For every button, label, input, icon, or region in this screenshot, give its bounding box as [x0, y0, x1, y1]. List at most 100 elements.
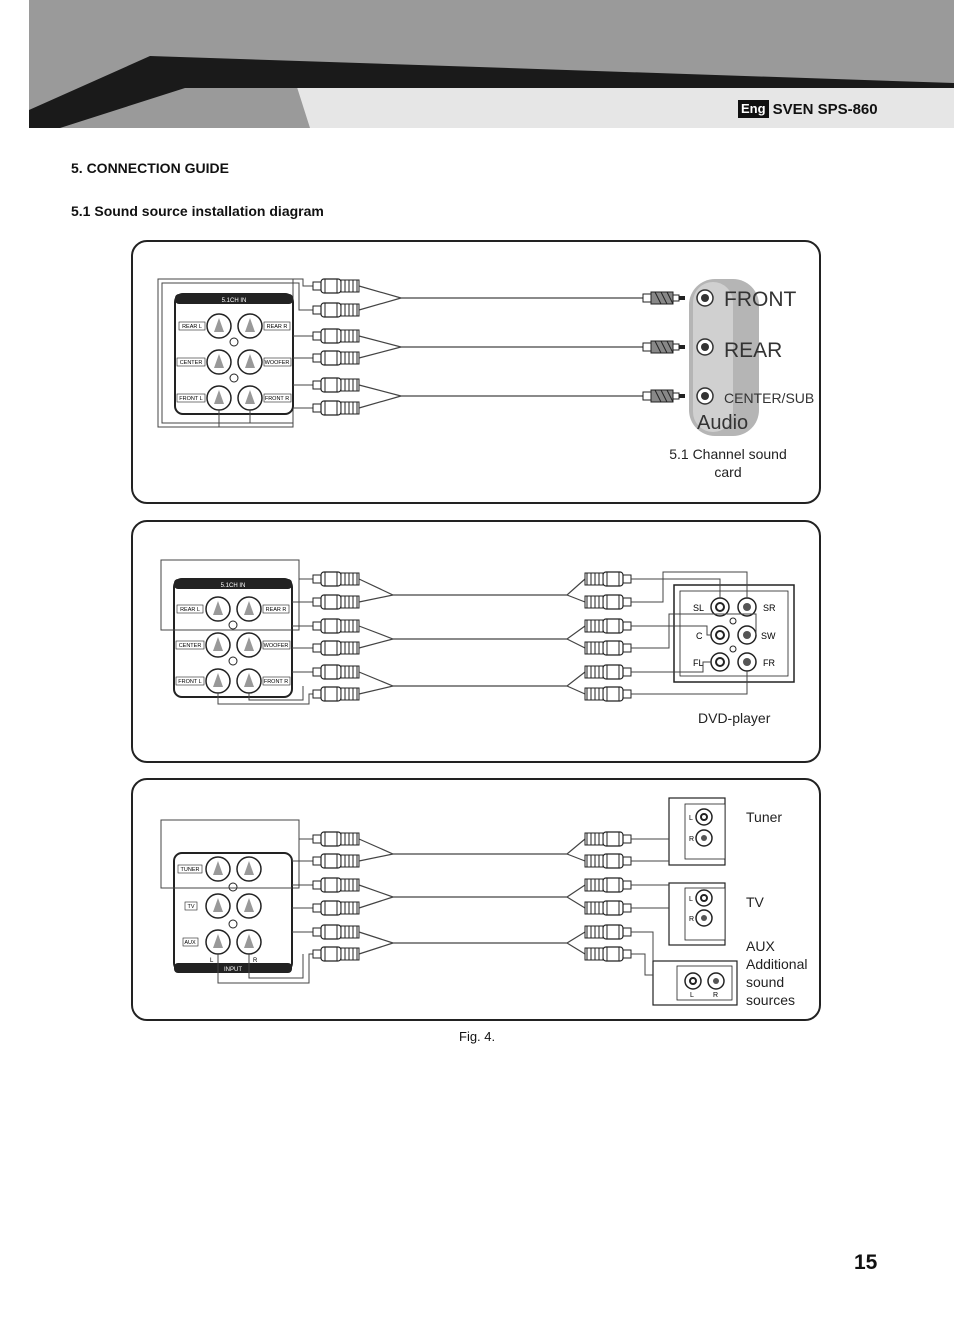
figure-caption: Fig. 4. [459, 1029, 496, 1044]
port-label-center-sub: CENTER/SUB [724, 390, 814, 406]
svg-text:R: R [689, 836, 694, 843]
rca-plug [312, 900, 360, 916]
rca-plug [584, 618, 632, 634]
dvd-diagram: 5.1CH IN REAR L REAR R CENTER WOOFER FRO… [160, 559, 795, 705]
rca-plug [584, 594, 632, 610]
svg-text:L: L [689, 896, 693, 903]
jack-center: CENTER [176, 349, 232, 375]
port-label-front: FRONT [724, 288, 796, 311]
mini-jack-plug [642, 389, 686, 403]
jack-aux: AUX [182, 929, 262, 955]
page-number: 15 [854, 1251, 878, 1274]
svg-text:TUNER: TUNER [181, 867, 200, 873]
soundcard-diagram: 5.1CH IN REAR L REAR R CENTER WOOFER FRO… [157, 278, 814, 436]
rca-plug [584, 640, 632, 656]
rca-plug [312, 571, 360, 587]
jack-front-r: FRONT R [237, 385, 292, 411]
dvd-port-sl: SL [693, 603, 704, 613]
tv-device: L R [668, 882, 726, 946]
device-label-tuner: Tuner [746, 809, 783, 825]
svg-text:REAR R: REAR R [266, 607, 287, 613]
rca-plug [312, 686, 360, 702]
rca-plug [312, 278, 360, 294]
svg-text:REAR L: REAR L [180, 607, 200, 613]
tuner-device: L R [668, 797, 726, 866]
svg-text:L: L [689, 815, 693, 822]
svg-text:L: L [690, 992, 694, 999]
jack-rear-l: REAR L [178, 313, 232, 339]
svg-text:R: R [713, 992, 718, 999]
header-brand: Eng SVEN SPS-860 [738, 99, 878, 119]
svg-text:REAR L: REAR L [182, 324, 202, 330]
rca-plug [584, 924, 632, 940]
device-label-dvd: DVD-player [698, 710, 771, 726]
rca-plug [312, 618, 360, 634]
rca-plug [584, 831, 632, 847]
diagram-panel-soundcard: 5.1CH IN REAR L REAR R CENTER WOOFER FRO… [131, 240, 821, 504]
rca-plug [312, 350, 360, 366]
rca-plug [584, 664, 632, 680]
rca-plug [312, 946, 360, 962]
analog-sources-diagram: INPUT TUNER TV AUX L R [160, 797, 738, 1006]
diagram-panel-dvd: 5.1CH IN REAR L REAR R CENTER WOOFER FRO… [131, 520, 821, 763]
device-label-aux: AUX Additional sound sources [746, 938, 808, 1008]
dvd-port-fr: FR [763, 658, 775, 668]
rca-plug [584, 571, 632, 587]
dvd-port-c: C [696, 631, 703, 641]
soundcard-brand: Audio [697, 412, 748, 434]
dvd-port-sr: SR [763, 603, 776, 613]
dvd-port-fl: FL [693, 658, 704, 668]
label-left: L [210, 958, 214, 964]
rca-plug [312, 924, 360, 940]
panel-header: 5.1CH IN [222, 298, 247, 304]
soundcard-bracket: FRONT REAR CENTER/SUB Audio [689, 279, 814, 436]
diagram-panel-analog-sources: INPUT TUNER TV AUX L R [131, 778, 821, 1021]
svg-text:FRONT L: FRONT L [179, 396, 202, 402]
dvd-output-panel: SL SR C SW FL FR [673, 584, 795, 683]
jack-rear-r: REAR R [237, 313, 291, 339]
svg-text:FRONT R: FRONT R [265, 396, 289, 402]
model-name: SVEN SPS-860 [772, 100, 878, 118]
rca-plug [312, 302, 360, 318]
rca-plug [312, 594, 360, 610]
svg-text:CENTER: CENTER [180, 360, 203, 366]
rca-plug [312, 640, 360, 656]
jack-center: CENTER [175, 632, 231, 658]
jack-tuner: TUNER [177, 856, 262, 882]
subsection-title: 5.1 Sound source installation diagram [71, 203, 324, 219]
dvd-port-sw: SW [761, 631, 776, 641]
panel-header: 5.1CH IN [221, 583, 246, 589]
aux-device: L R [652, 960, 738, 1006]
jack-rear-r: REAR R [236, 596, 290, 622]
rca-plug [312, 877, 360, 893]
port-label-rear: REAR [724, 339, 782, 362]
rca-plug [584, 877, 632, 893]
svg-text:R: R [689, 916, 694, 923]
label-right: R [253, 958, 258, 964]
svg-text:CENTER: CENTER [179, 643, 202, 649]
rca-plug [312, 400, 360, 416]
jack-tv: TV [184, 893, 262, 919]
mini-jack-plug [642, 291, 686, 305]
svg-text:FRONT R: FRONT R [264, 679, 288, 685]
jack-woofer: WOOFER [236, 632, 291, 658]
svg-text:FRONT L: FRONT L [178, 679, 201, 685]
rca-plug [312, 831, 360, 847]
svg-text:WOOFER: WOOFER [265, 360, 290, 366]
rca-plug [312, 664, 360, 680]
rca-plug [312, 328, 360, 344]
jack-rear-l: REAR L [176, 596, 231, 622]
rca-plug [312, 853, 360, 869]
mini-jack-plug [642, 340, 686, 354]
rca-plug [584, 946, 632, 962]
svg-text:WOOFER: WOOFER [264, 643, 289, 649]
svg-text:AUX: AUX [184, 940, 196, 946]
section-title: 5. CONNECTION GUIDE [71, 160, 229, 176]
jack-woofer: WOOFER [237, 349, 292, 375]
jack-front-l: FRONT L [176, 385, 232, 411]
header-band [29, 0, 954, 128]
rca-plug [584, 686, 632, 702]
svg-text:TV: TV [187, 904, 194, 910]
rca-plug [312, 377, 360, 393]
panel-footer: INPUT [224, 967, 242, 973]
